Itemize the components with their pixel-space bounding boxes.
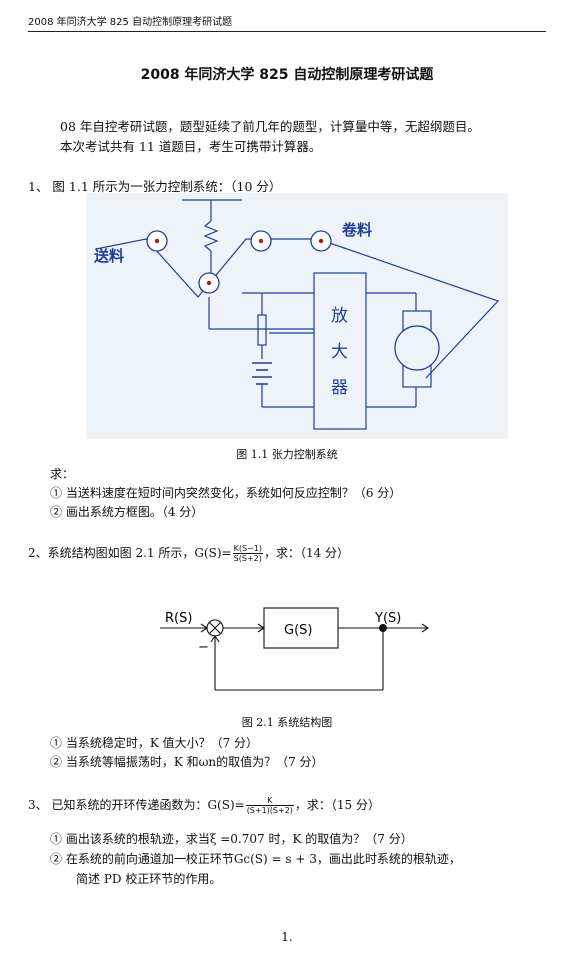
- q2-stem-suffix: ，求：（14 分）: [263, 546, 350, 560]
- amp-char-2: 大: [331, 342, 348, 362]
- q2-item-1: ① 当系统稳定时，K 值大小？（7 分）: [50, 736, 259, 750]
- fig1-caption: 图 1.1 张力控制系统: [236, 448, 338, 461]
- q3-tf-denominator: (S+1)(S+2): [246, 806, 293, 815]
- q1-item-2: ② 画出系统方框图。（4 分）: [50, 505, 204, 519]
- page-title: 2008 年同济大学 825 自动控制原理考研试题: [140, 67, 434, 83]
- feedback-sign: −: [198, 640, 209, 655]
- q2-stem: 2、系统结构图如图 2.1 所示，G(S)=K(S−1)S(S+2)，求：（14…: [28, 544, 349, 563]
- q3-item-2: ② 在系统的前向通道加一校正环节Gc(S) = s + 3，画出此时系统的根轨迹…: [50, 852, 461, 866]
- q3-tf-numerator: K: [245, 796, 294, 806]
- output-label: Y(S): [374, 611, 401, 626]
- q2-transfer-function: K(S−1)S(S+2): [232, 544, 263, 563]
- q3-item-2-cont: 简述 PD 校正环节的作用。: [76, 872, 222, 886]
- q2-tf-denominator: S(S+2): [233, 554, 262, 563]
- tension-control-figure: 送料 卷料 放 大 器: [86, 193, 508, 439]
- q1-stem: 1、 图 1.1 所示为一张力控制系统：（10 分）: [28, 179, 282, 194]
- q3-stem-suffix: ，求：（15 分）: [294, 798, 381, 812]
- q2-item-2: ② 当系统等幅振荡时，K 和ωn的取值为？（7 分）: [50, 755, 324, 769]
- q3-transfer-function: K(S+1)(S+2): [245, 796, 294, 815]
- tension-control-diagram: 送料 卷料 放 大 器: [93, 199, 500, 430]
- amp-char-3: 器: [331, 378, 348, 398]
- q1-ask: 求：: [50, 467, 75, 481]
- amp-char-1: 放: [331, 306, 348, 326]
- intro-line-2: 本次考试共有 11 道题目，考生可携带计算器。: [60, 139, 322, 154]
- reel-label: 卷料: [341, 221, 372, 239]
- q3-item-1: ① 画出该系统的根轨迹，求当ξ =0.707 时，K 的取值为？（7 分）: [50, 832, 413, 846]
- input-label: R(S): [165, 611, 192, 626]
- q2-stem-prefix: 2、系统结构图如图 2.1 所示，G(S)=: [28, 546, 232, 560]
- block-diagram: R(S) Y(S) G(S) −: [160, 607, 429, 691]
- feed-label: 送料: [93, 247, 124, 265]
- fig2-caption: 图 2.1 系统结构图: [241, 716, 333, 729]
- header-rule: [28, 31, 546, 32]
- intro-line-1: 08 年自控考研试题，题型延续了前几年的题型，计算量中等，无超纲题目。: [60, 119, 480, 134]
- running-header: 2008 年同济大学 825 自动控制原理考研试题: [28, 17, 233, 28]
- block-label: G(S): [284, 623, 312, 638]
- q3-stem: 3、 已知系统的开环传递函数为：G(S)=K(S+1)(S+2)，求：（15 分…: [28, 796, 380, 815]
- q1-item-1: ① 当送料速度在短时间内突然变化，系统如何反应控制？（6 分）: [50, 486, 402, 500]
- q3-stem-prefix: 3、 已知系统的开环传递函数为：G(S)=: [28, 798, 245, 812]
- page-number: 1.: [281, 930, 293, 944]
- q2-tf-numerator: K(S−1): [232, 544, 263, 554]
